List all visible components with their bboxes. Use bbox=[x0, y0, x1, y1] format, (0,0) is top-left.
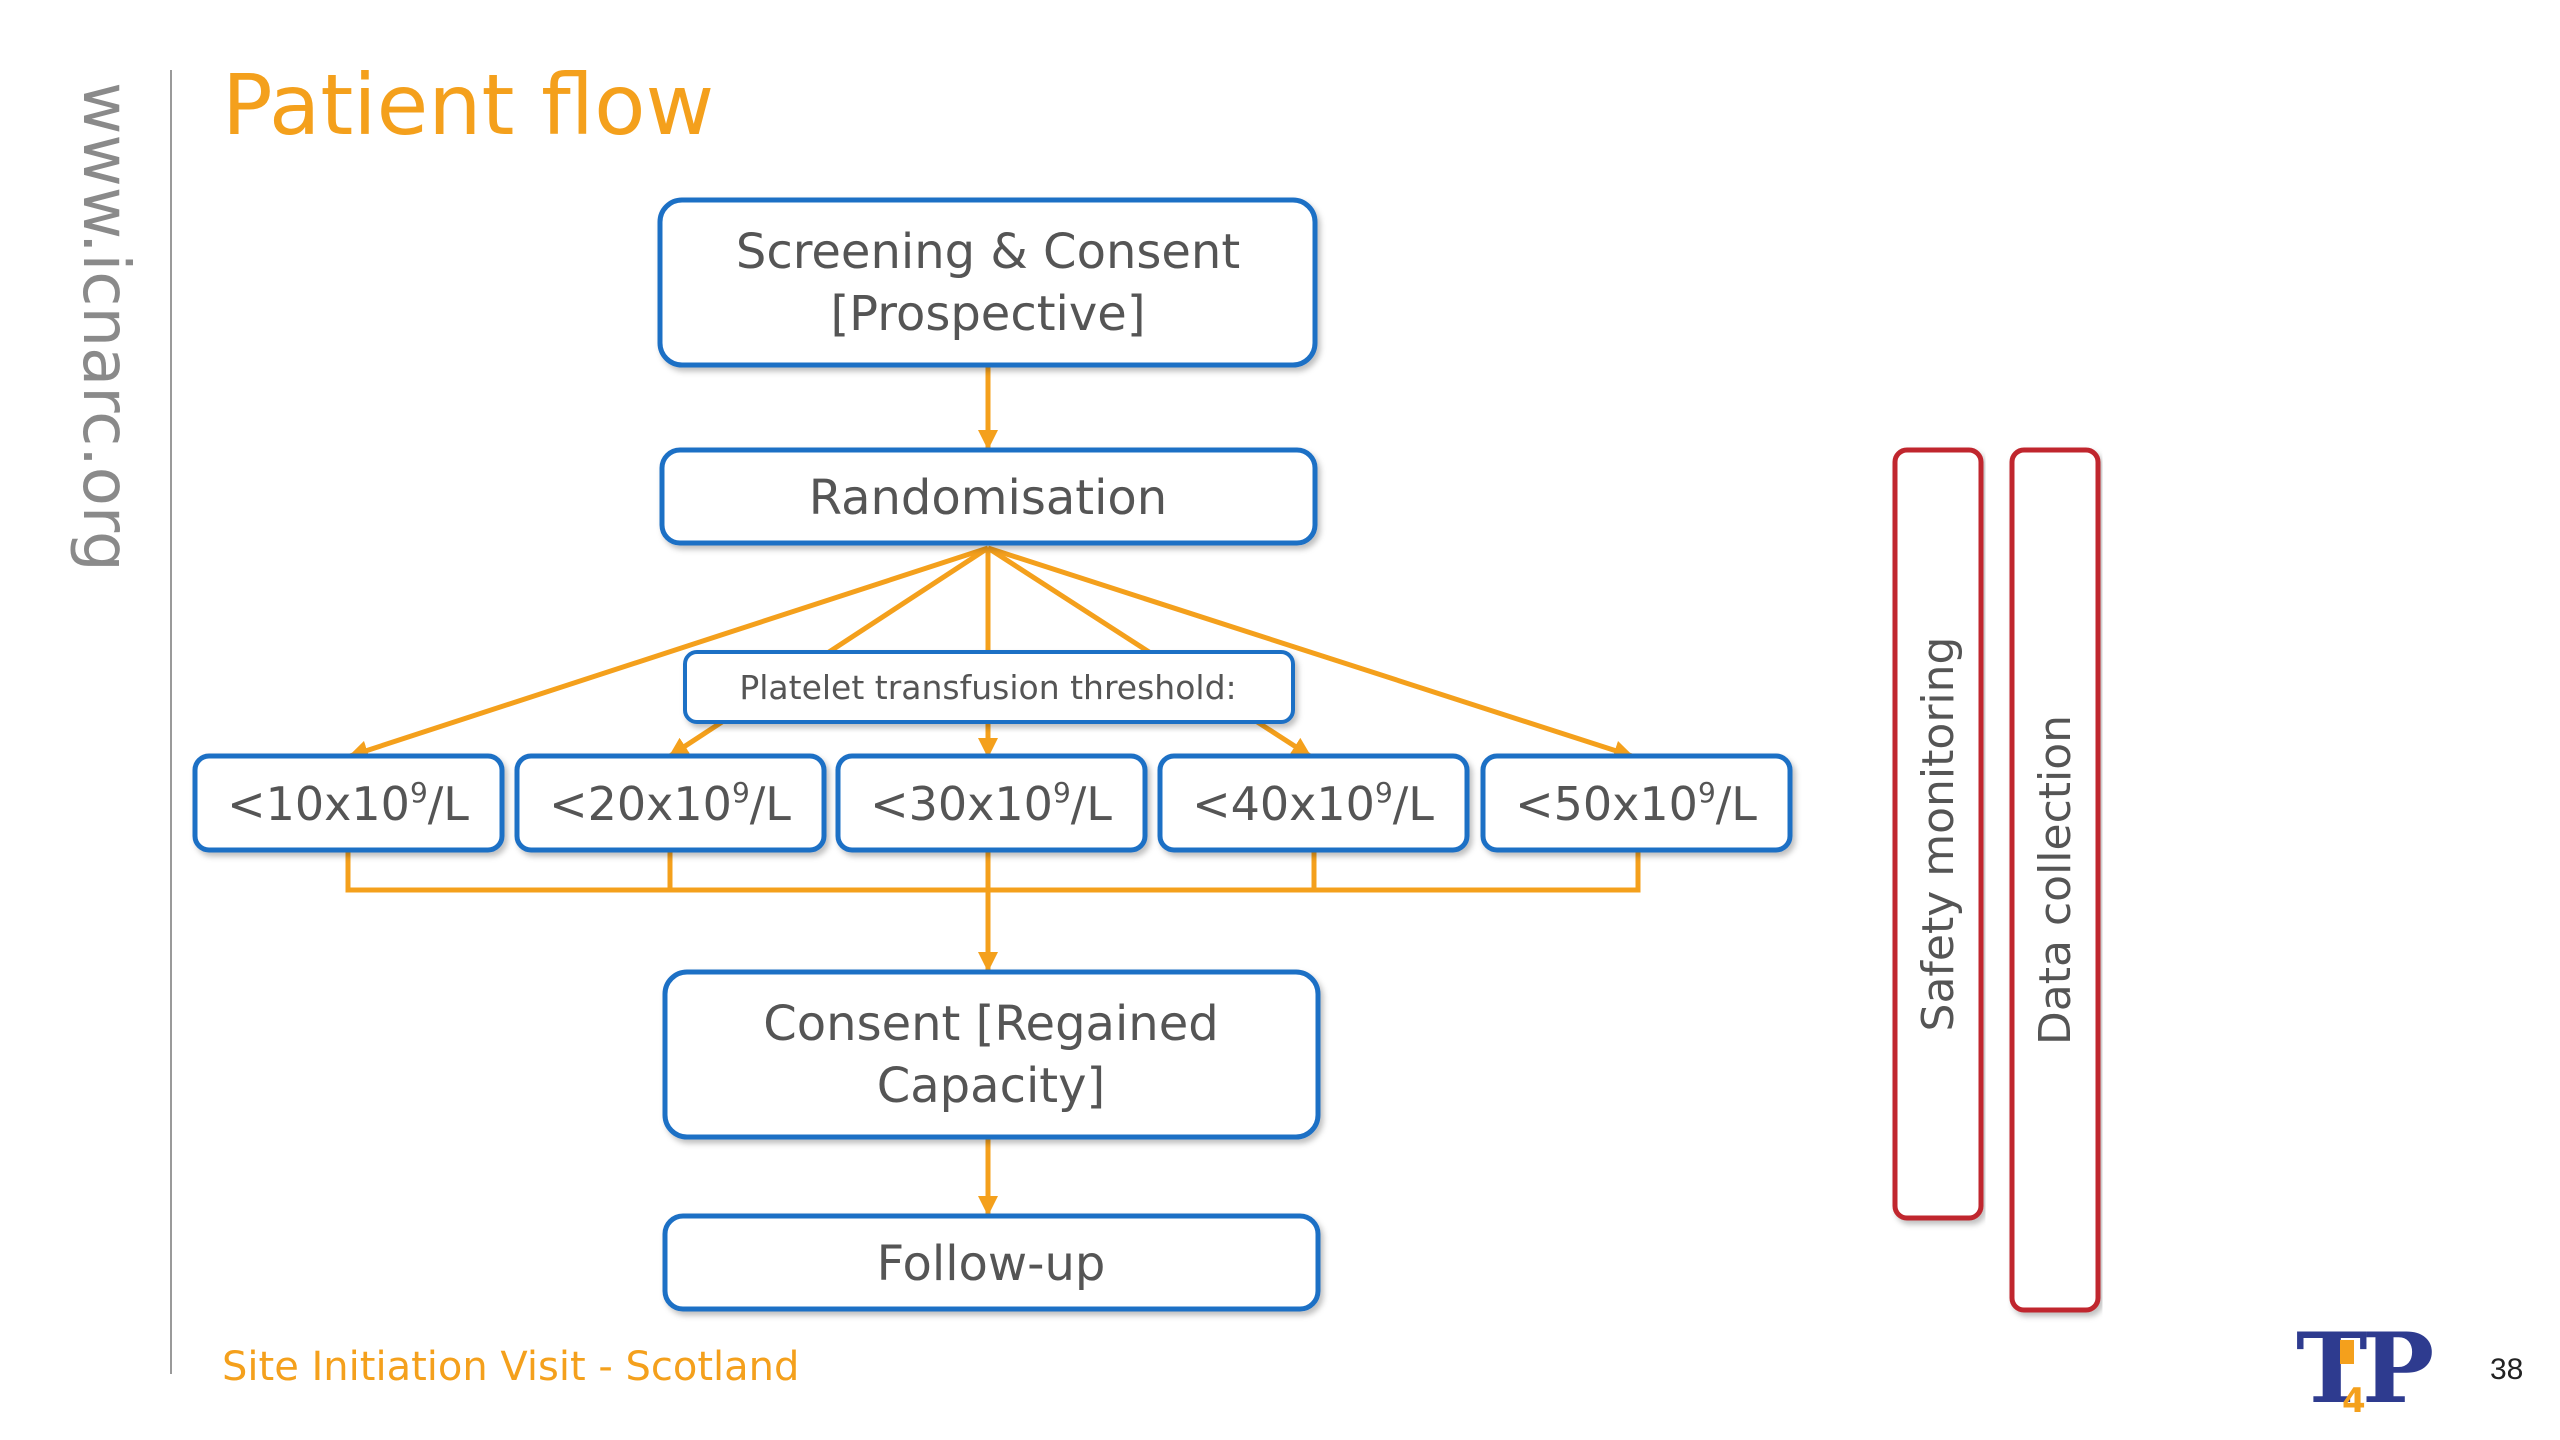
arm-label-1: <10x109/L bbox=[227, 776, 469, 831]
randomisation-box: Randomisation bbox=[659, 447, 1318, 546]
screening-line-2: [Prospective] bbox=[830, 286, 1145, 342]
data-collection-bar: Data collection bbox=[2009, 447, 2101, 1313]
logo-blood-bag-icon bbox=[2340, 1340, 2354, 1364]
logo-digit: 4 bbox=[2342, 1381, 2366, 1420]
screening-line-1: Screening & Consent bbox=[736, 224, 1240, 280]
data-collection-label: Data collection bbox=[2030, 715, 2081, 1045]
consent-regained-box: Consent [Regained Capacity] bbox=[662, 969, 1321, 1140]
threshold-label: Platelet transfusion threshold: bbox=[739, 668, 1236, 707]
safety-monitoring-label: Safety monitoring bbox=[1913, 637, 1964, 1032]
arm-label-3: <30x109/L bbox=[870, 776, 1112, 831]
tip-logo: T P 4 bbox=[2296, 1320, 2432, 1420]
followup-box: Follow-up bbox=[662, 1213, 1321, 1312]
threshold-label-box: Platelet transfusion threshold: bbox=[683, 650, 1295, 724]
followup-label: Follow-up bbox=[877, 1236, 1106, 1292]
safety-monitoring-bar: Safety monitoring bbox=[1892, 447, 1984, 1221]
arm-box-4: <40x109/L bbox=[1157, 753, 1470, 853]
arm-box-2: <20x109/L bbox=[514, 753, 827, 853]
merge-bracket bbox=[345, 850, 1641, 893]
slide-title: Patient flow bbox=[222, 56, 715, 154]
page-number: 38 bbox=[2490, 1353, 2524, 1386]
vertical-divider bbox=[170, 70, 172, 1374]
consent-line-2: Capacity] bbox=[877, 1058, 1106, 1114]
arm-box-3: <30x109/L bbox=[835, 753, 1148, 853]
arm-box-1: <10x109/L bbox=[192, 753, 505, 853]
logo-letter-t: T bbox=[2296, 1320, 2367, 1420]
arm-label-2: <20x109/L bbox=[549, 776, 791, 831]
connectors bbox=[345, 365, 1641, 1216]
footer-text: Site Initiation Visit - Scotland bbox=[222, 1344, 800, 1390]
arrow-to-arm-5 bbox=[987, 545, 1634, 760]
arrow-to-arm-1 bbox=[348, 545, 989, 760]
arm-box-5: <50x109/L bbox=[1480, 753, 1793, 853]
randomisation-label: Randomisation bbox=[809, 470, 1167, 526]
logo-letter-p: P bbox=[2362, 1320, 2432, 1420]
arm-label-4: <40x109/L bbox=[1192, 776, 1434, 831]
screening-box: Screening & Consent [Prospective] bbox=[657, 197, 1318, 368]
consent-line-1: Consent [Regained bbox=[763, 996, 1218, 1052]
arm-label-5: <50x109/L bbox=[1515, 776, 1757, 831]
